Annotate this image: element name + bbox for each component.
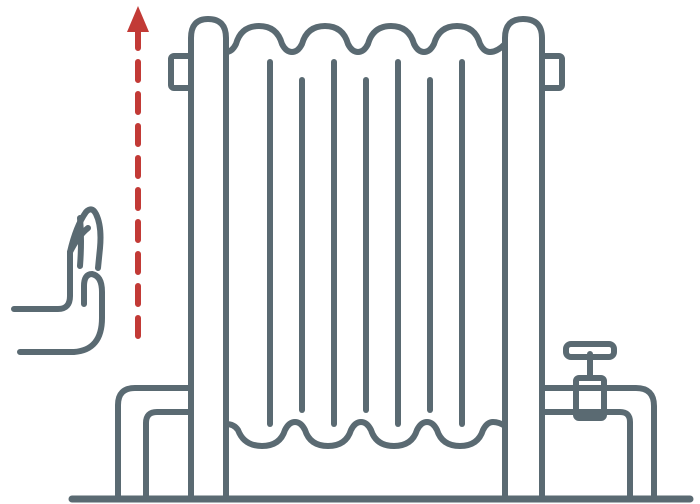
- dashed-up-arrow-icon: [127, 6, 149, 339]
- hand-icon: [11, 206, 105, 355]
- left-pipe: [115, 385, 194, 499]
- valve-icon: [563, 341, 617, 421]
- right-pipe: [540, 385, 657, 499]
- radiator-icon: [168, 16, 565, 502]
